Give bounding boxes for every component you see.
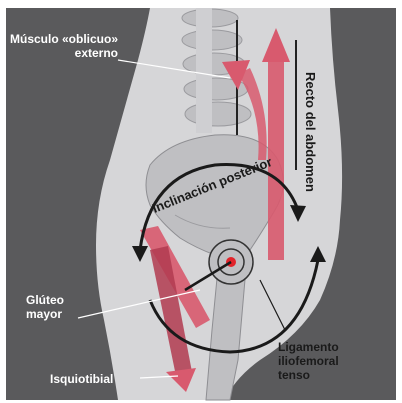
ligament-label-line3: tenso (278, 368, 339, 382)
oblique-label-line1: Músculo «oblicuo» (10, 32, 118, 46)
ligament-label: Ligamento iliofemoral tenso (278, 340, 339, 382)
ligament-label-line1: Ligamento (278, 340, 339, 354)
oblique-label-line2: externo (10, 46, 118, 60)
oblique-label: Músculo «oblicuo» externo (10, 32, 118, 60)
rectus-label: Recto del abdomen (303, 72, 318, 192)
gluteus-label-line1: Glúteo (26, 293, 64, 307)
gluteus-label-line2: mayor (26, 307, 64, 321)
ligament-label-line2: iliofemoral (278, 354, 339, 368)
hamstring-label: Isquiotibial (50, 372, 113, 386)
gluteus-label: Glúteo mayor (26, 293, 64, 321)
